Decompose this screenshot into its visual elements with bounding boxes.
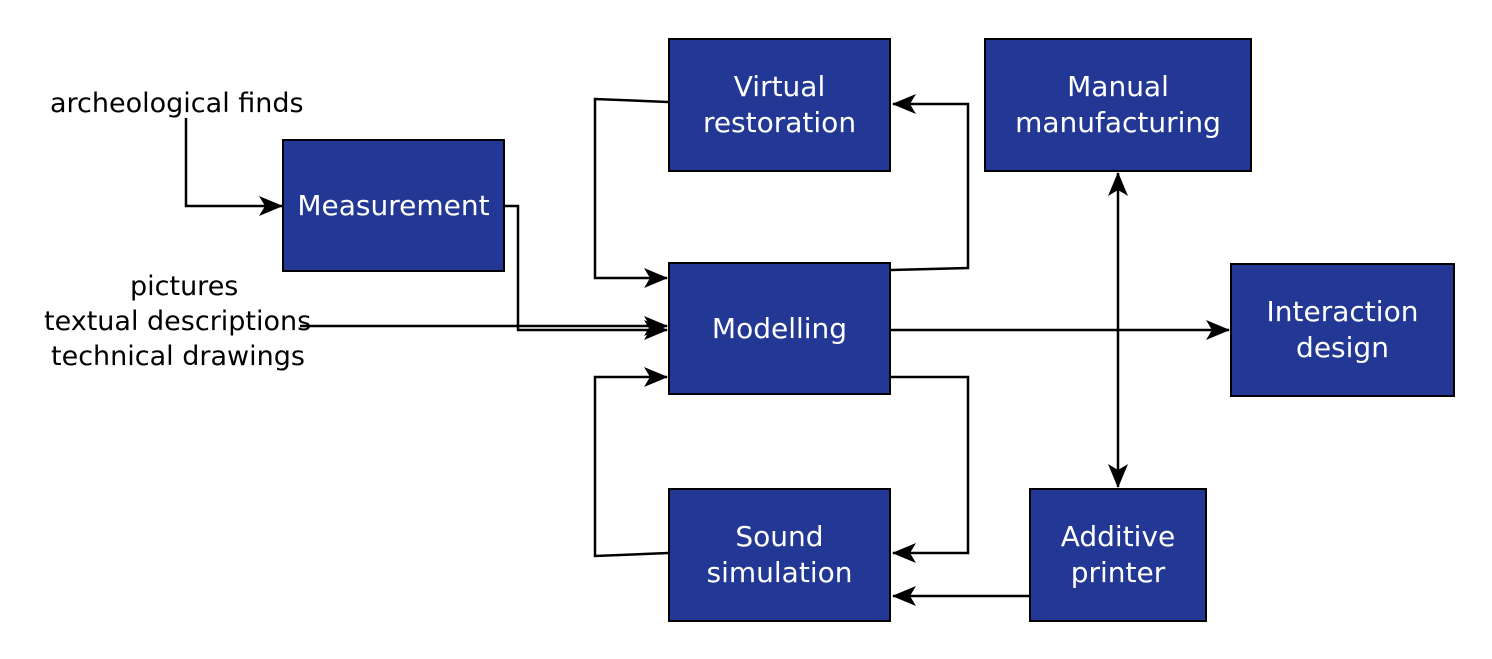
edge-virtual-to-modelling <box>593 97 669 288</box>
node-measurement-label: Measurement <box>297 188 490 222</box>
node-interaction-design-label: Interaction design <box>1266 295 1419 364</box>
node-sound-simulation-label: Sound simulation <box>706 520 853 589</box>
node-virtual-restoration: Virtual restoration <box>668 38 891 172</box>
node-modelling-label: Modelling <box>711 311 848 345</box>
label-archeological-finds: archeological finds <box>50 88 304 119</box>
edge-finds-to-measurement <box>184 118 283 216</box>
label-pictures: pictures <box>130 271 239 302</box>
node-modelling: Modelling <box>668 262 891 395</box>
node-manual-manufacturing-label: Manual manufacturing <box>1015 70 1221 139</box>
node-interaction-design: Interaction design <box>1230 263 1455 397</box>
label-technical-drawings: technical drawings <box>51 341 305 372</box>
edge-modelling-to-virtual <box>890 94 970 272</box>
edge-modelling-to-sound <box>891 375 970 563</box>
node-manual-manufacturing: Manual manufacturing <box>984 38 1252 172</box>
edge-sound-to-modelling <box>593 367 669 558</box>
edge-measurement-to-modelling <box>505 204 668 340</box>
label-textual-descriptions: textual descriptions <box>44 306 312 337</box>
node-additive-printer-label: Additive printer <box>1060 520 1176 589</box>
node-sound-simulation: Sound simulation <box>668 488 891 622</box>
node-measurement: Measurement <box>282 139 505 272</box>
node-additive-printer: Additive printer <box>1029 488 1207 622</box>
node-virtual-restoration-label: Virtual restoration <box>702 70 857 139</box>
